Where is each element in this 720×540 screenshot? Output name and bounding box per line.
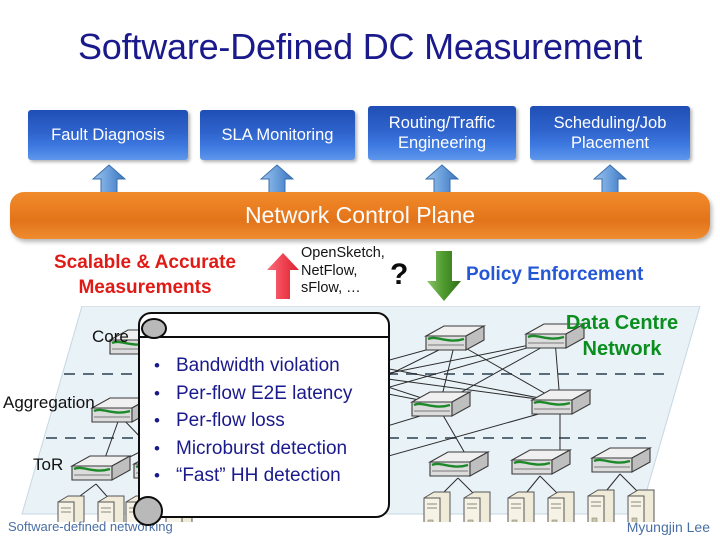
blue-up-arrow-icon (91, 164, 127, 194)
list-item: Microburst detection (150, 435, 388, 463)
footer-left-text: Software-defined networking (8, 519, 173, 534)
measurement-protocols-label: OpenSketch, NetFlow, sFlow, … (301, 245, 385, 296)
data-centre-network-label: Data Centre Network (565, 312, 679, 360)
blue-up-arrow-icon (592, 164, 628, 194)
green-down-arrow-icon (425, 250, 463, 302)
list-item: Per-flow loss (150, 407, 388, 435)
scalable-accurate-measurements-label: Scalable & Accurate Measurements (54, 252, 236, 298)
scroll-curl-top-icon (141, 318, 167, 339)
list-item: “Fast” HH detection (150, 462, 388, 490)
control-plane-label: Network Control Plane (244, 202, 476, 228)
list-item: Bandwidth violation (150, 352, 388, 380)
app-box-fault-diagnosis[interactable]: Fault Diagnosis (28, 110, 188, 160)
blue-up-arrow-icon (424, 164, 460, 194)
blue-up-arrow-icon (259, 164, 295, 194)
tier-label-tor: ToR (33, 455, 64, 474)
app-box-label: Fault Diagnosis (51, 126, 165, 144)
page-title: Software-Defined DC Measurement (77, 26, 643, 67)
network-control-plane-bar[interactable]: Network Control Plane (10, 192, 710, 239)
tier-label-core: Core (92, 327, 129, 346)
tier-label-aggregation: Aggregation (3, 393, 95, 412)
footer-right-text: Myungjin Lee (626, 519, 710, 535)
measurement-tasks-list: Bandwidth violation Per-flow E2E latency… (150, 352, 388, 490)
list-item: Per-flow E2E latency (150, 380, 388, 408)
app-box-label: Routing/Traffic Engineering (388, 114, 496, 152)
red-up-arrow-icon (266, 252, 300, 300)
scroll-top-roll (138, 312, 390, 338)
app-box-label: SLA Monitoring (221, 126, 334, 144)
app-box-scheduling-job-placement[interactable]: Scheduling/Job Placement (530, 106, 690, 160)
question-mark-label: ? (390, 258, 409, 291)
policy-enforcement-label: Policy Enforcement (466, 264, 644, 285)
scroll-curl-bottom-icon (133, 496, 163, 526)
app-box-routing-traffic-engineering[interactable]: Routing/Traffic Engineering (368, 106, 516, 160)
app-box-sla-monitoring[interactable]: SLA Monitoring (200, 110, 355, 160)
scroll-callout: Bandwidth violation Per-flow E2E latency… (131, 312, 396, 526)
app-box-label: Scheduling/Job Placement (553, 114, 667, 152)
